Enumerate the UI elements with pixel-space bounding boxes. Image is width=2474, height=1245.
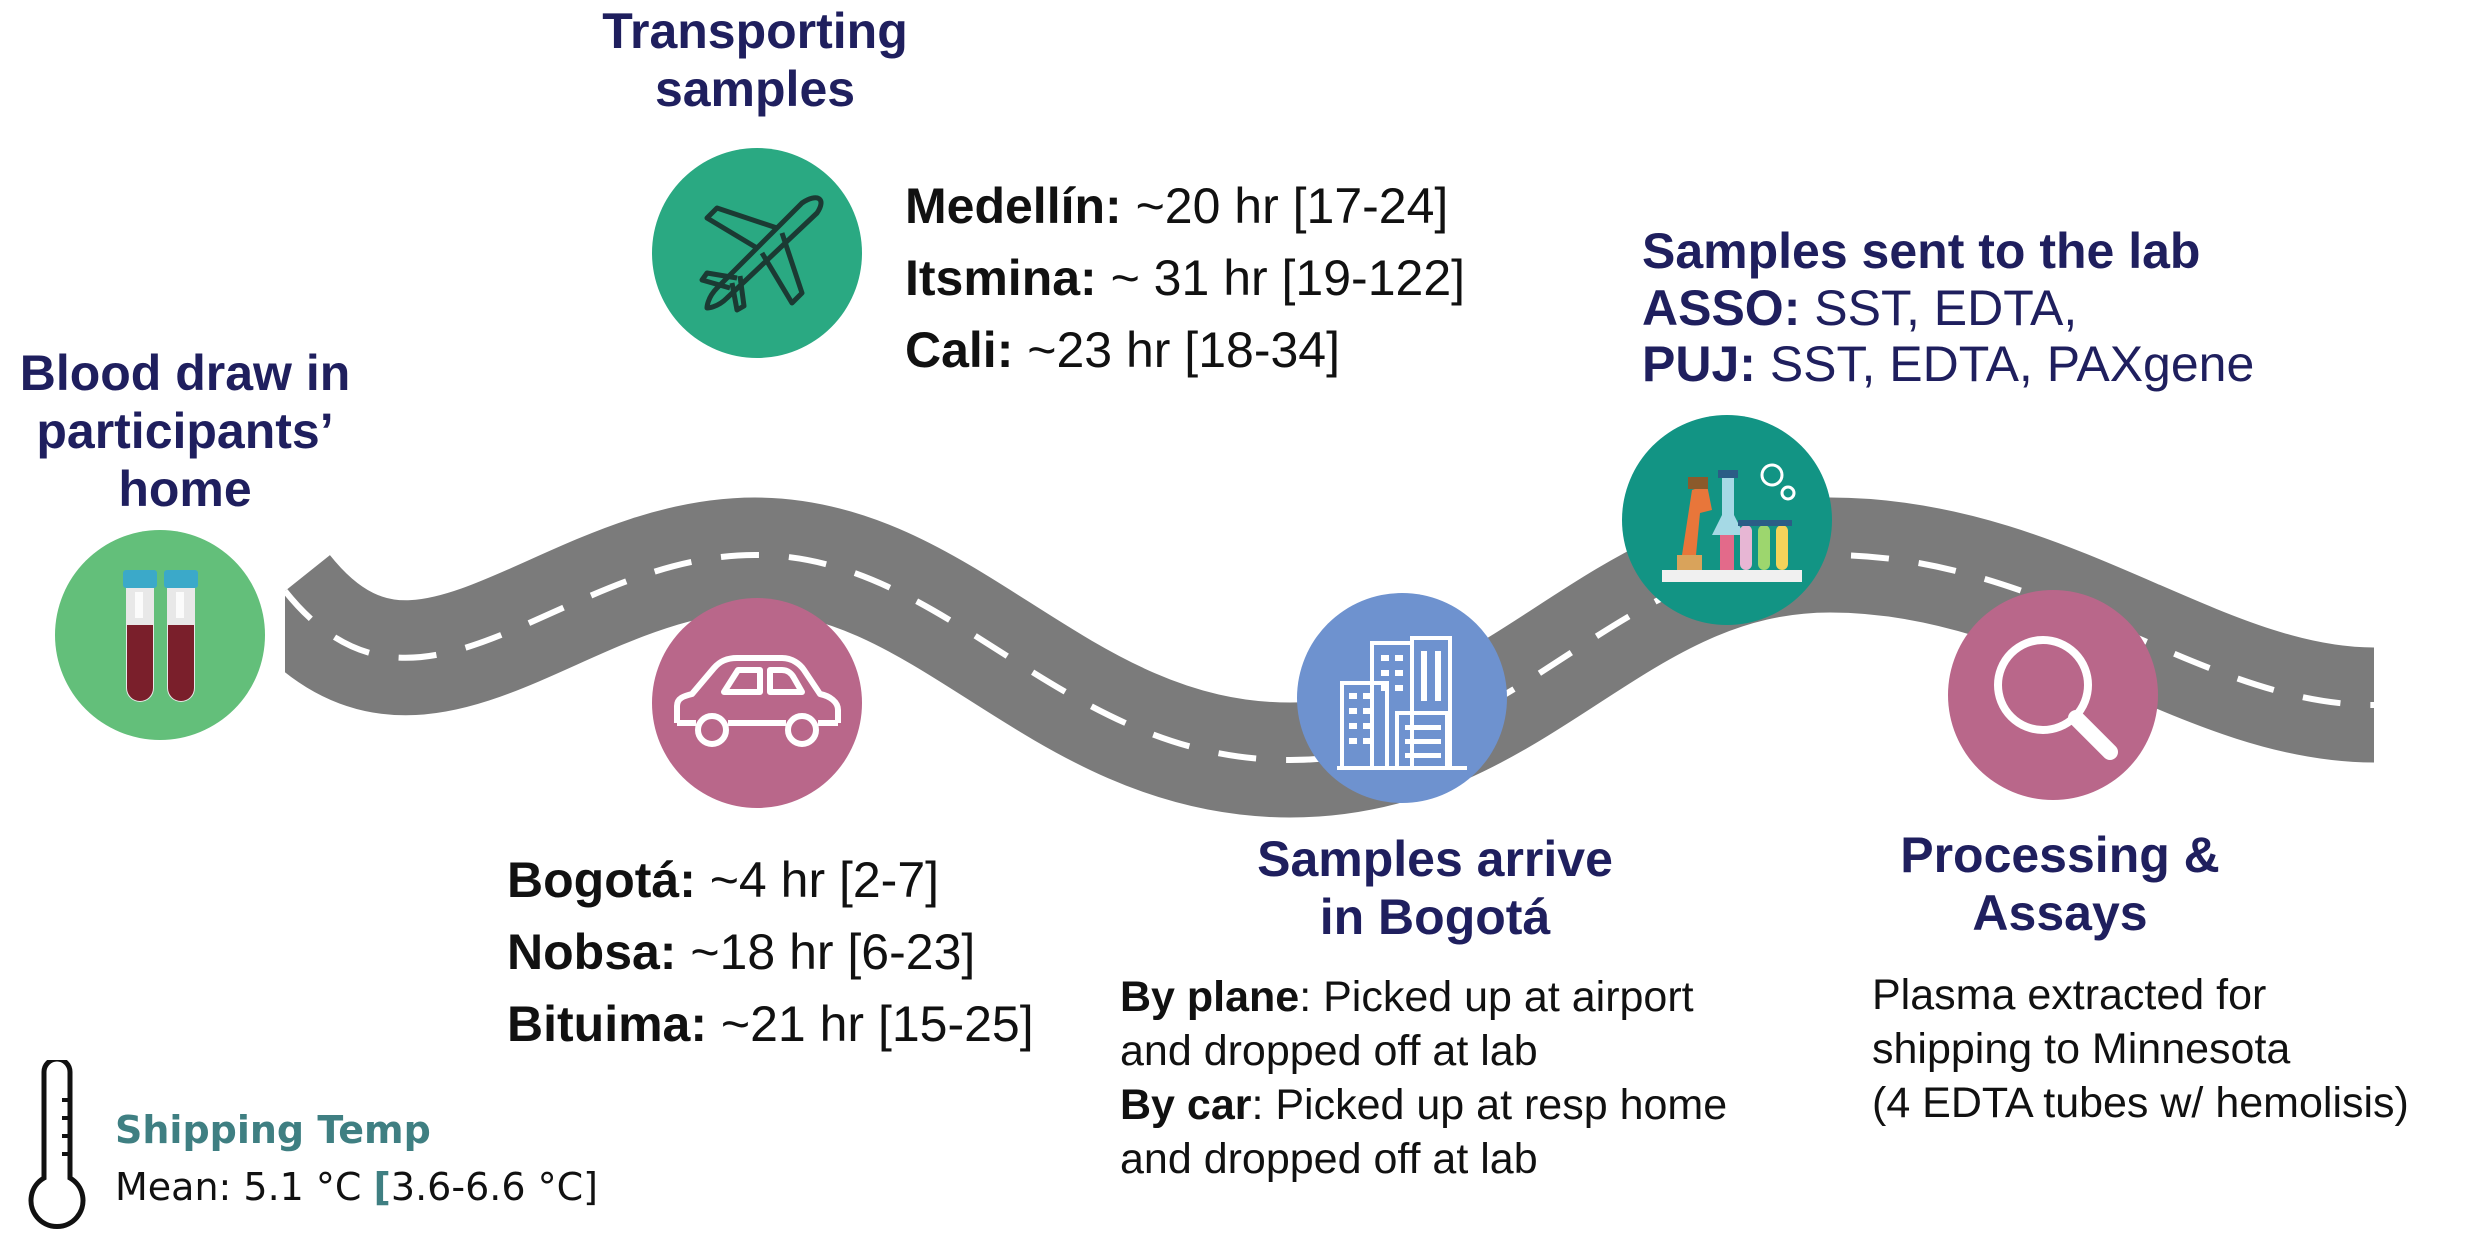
lab-title: Samples sent to the lab xyxy=(1642,223,2201,279)
lab-details: ASSO: SST, EDTA, PUJ: SST, EDTA, PAXgene xyxy=(1642,280,2255,392)
transport-title: Transporting samples xyxy=(602,3,908,117)
shipping-temp-title: Shipping Temp xyxy=(115,1108,431,1152)
processing-details: Plasma extracted for shipping to Minneso… xyxy=(1872,971,2409,1127)
test-tubes-icon xyxy=(123,570,198,702)
transport-times: Medellín: ~20 hr [17-24] Itsmina: ~ 31 h… xyxy=(905,178,1466,378)
magnifier-icon xyxy=(1994,636,2118,760)
plane-circle xyxy=(652,148,862,358)
processing-title: Processing & Assays xyxy=(1900,827,2220,941)
blood-draw-title: Blood draw in participants’ home xyxy=(19,345,351,517)
thermometer-icon xyxy=(28,1060,86,1229)
arrive-title: Samples arrive in Bogotá xyxy=(1257,831,1613,945)
airplane-icon xyxy=(699,195,824,313)
search-circle xyxy=(1948,590,2158,800)
car-circle xyxy=(652,598,862,808)
car-route-times: Bogotá: ~4 hr [2-7] Nobsa: ~18 hr [6-23]… xyxy=(507,852,1034,1052)
lab-equipment-icon xyxy=(1662,463,1802,582)
car-icon xyxy=(674,655,841,747)
city-buildings-icon xyxy=(1337,636,1467,770)
shipping-temp-value: Mean: 5.1 °C [3.6-6.6 °C] xyxy=(115,1165,598,1209)
blood-draw-circle xyxy=(55,530,265,740)
arrive-details: By plane: Picked up at airport and dropp… xyxy=(1120,973,1728,1183)
